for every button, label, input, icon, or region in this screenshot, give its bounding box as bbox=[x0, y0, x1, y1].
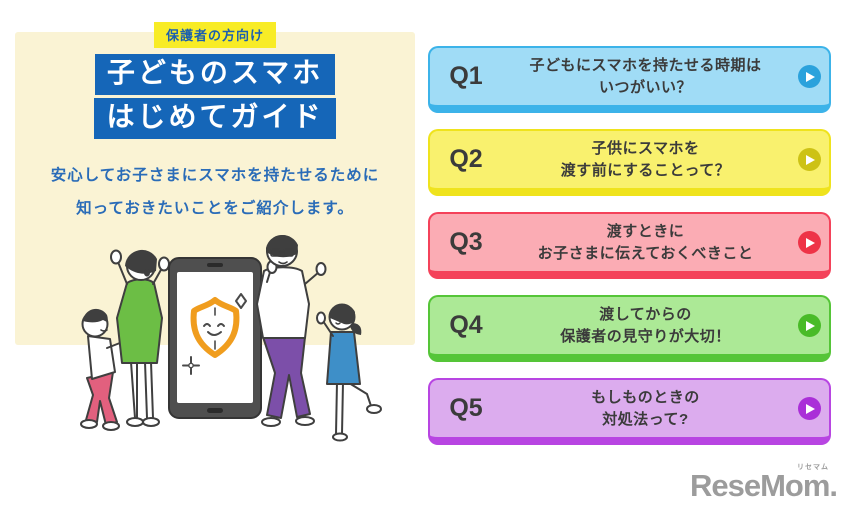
question-card-q2[interactable]: Q2 子供にスマホを 渡す前にすることって？ bbox=[428, 129, 831, 196]
resemom-logo: ReseMom. リセマム bbox=[689, 464, 838, 503]
question-text: 渡してからの 保護者の見守りが大切！ bbox=[560, 305, 731, 345]
family-illustration bbox=[80, 235, 382, 442]
arrow-button[interactable] bbox=[797, 397, 821, 420]
question-card-q4[interactable]: Q4 渡してからの 保護者の見守りが大切！ bbox=[428, 295, 831, 362]
question-list: Q1 子どもにスマホを持たせる時期は いつがいい？ Q2 子供にスマホを 渡す前… bbox=[428, 46, 831, 445]
arrow-slot bbox=[789, 231, 829, 254]
father-figure bbox=[256, 235, 327, 427]
arrow-button[interactable] bbox=[797, 314, 821, 337]
guide-description-line1: 安心してお子さまにスマホを持たせるために bbox=[50, 167, 380, 184]
guide-title-line1: 子どものスマホ bbox=[94, 54, 336, 95]
arrow-slot bbox=[789, 397, 829, 420]
question-label: Q3 bbox=[449, 228, 483, 256]
question-text: 渡すときに お子さまに伝えておくべきこと bbox=[537, 222, 754, 262]
play-icon bbox=[806, 403, 815, 414]
question-label: Q2 bbox=[449, 145, 483, 173]
question-text: 子供にスマホを 渡す前にすることって？ bbox=[560, 139, 731, 179]
girl-figure bbox=[316, 303, 382, 442]
arrow-slot bbox=[789, 314, 829, 337]
arrow-button[interactable] bbox=[797, 65, 821, 88]
question-card-q1[interactable]: Q1 子どもにスマホを持たせる時期は いつがいい？ bbox=[428, 46, 831, 113]
resemom-logo-ruby: リセマム bbox=[797, 464, 829, 471]
arrow-slot bbox=[789, 148, 829, 171]
guide-description: 安心してお子さまにスマホを持たせるために 知っておきたいことをご紹介します。 bbox=[15, 160, 415, 225]
shield-mascot-icon bbox=[190, 297, 240, 358]
question-label: Q5 bbox=[449, 394, 483, 422]
guide-title-line2: はじめてガイド bbox=[94, 97, 336, 139]
arrow-slot bbox=[789, 65, 829, 88]
sparkle-cross-icon bbox=[182, 356, 200, 375]
play-icon bbox=[806, 237, 815, 248]
question-text: もしものときの 対処法って? bbox=[591, 388, 700, 428]
question-label: Q4 bbox=[449, 311, 483, 339]
resemom-logo-text: ReseMom. bbox=[689, 468, 838, 503]
question-label: Q1 bbox=[449, 62, 483, 90]
question-text: 子どもにスマホを持たせる時期は いつがいい？ bbox=[529, 56, 762, 96]
guide-description-line2: 知っておきたいことをご紹介します。 bbox=[76, 199, 354, 217]
play-icon bbox=[806, 71, 815, 82]
question-card-q5[interactable]: Q5 もしものときの 対処法って? bbox=[428, 378, 831, 445]
boy-figure bbox=[80, 308, 132, 431]
arrow-button[interactable] bbox=[797, 231, 821, 254]
question-card-q3[interactable]: Q3 渡すときに お子さまに伝えておくべきこと bbox=[428, 212, 831, 279]
smartphone-graphic bbox=[168, 257, 262, 419]
audience-badge: 保護者の方向け bbox=[153, 22, 277, 48]
play-icon bbox=[806, 320, 815, 331]
mother-figure bbox=[110, 249, 170, 427]
arrow-button[interactable] bbox=[797, 148, 821, 171]
sparkle-diamond-icon bbox=[235, 293, 247, 309]
play-icon bbox=[806, 154, 815, 165]
guide-title: 子どものスマホ はじめてガイド bbox=[15, 54, 415, 139]
